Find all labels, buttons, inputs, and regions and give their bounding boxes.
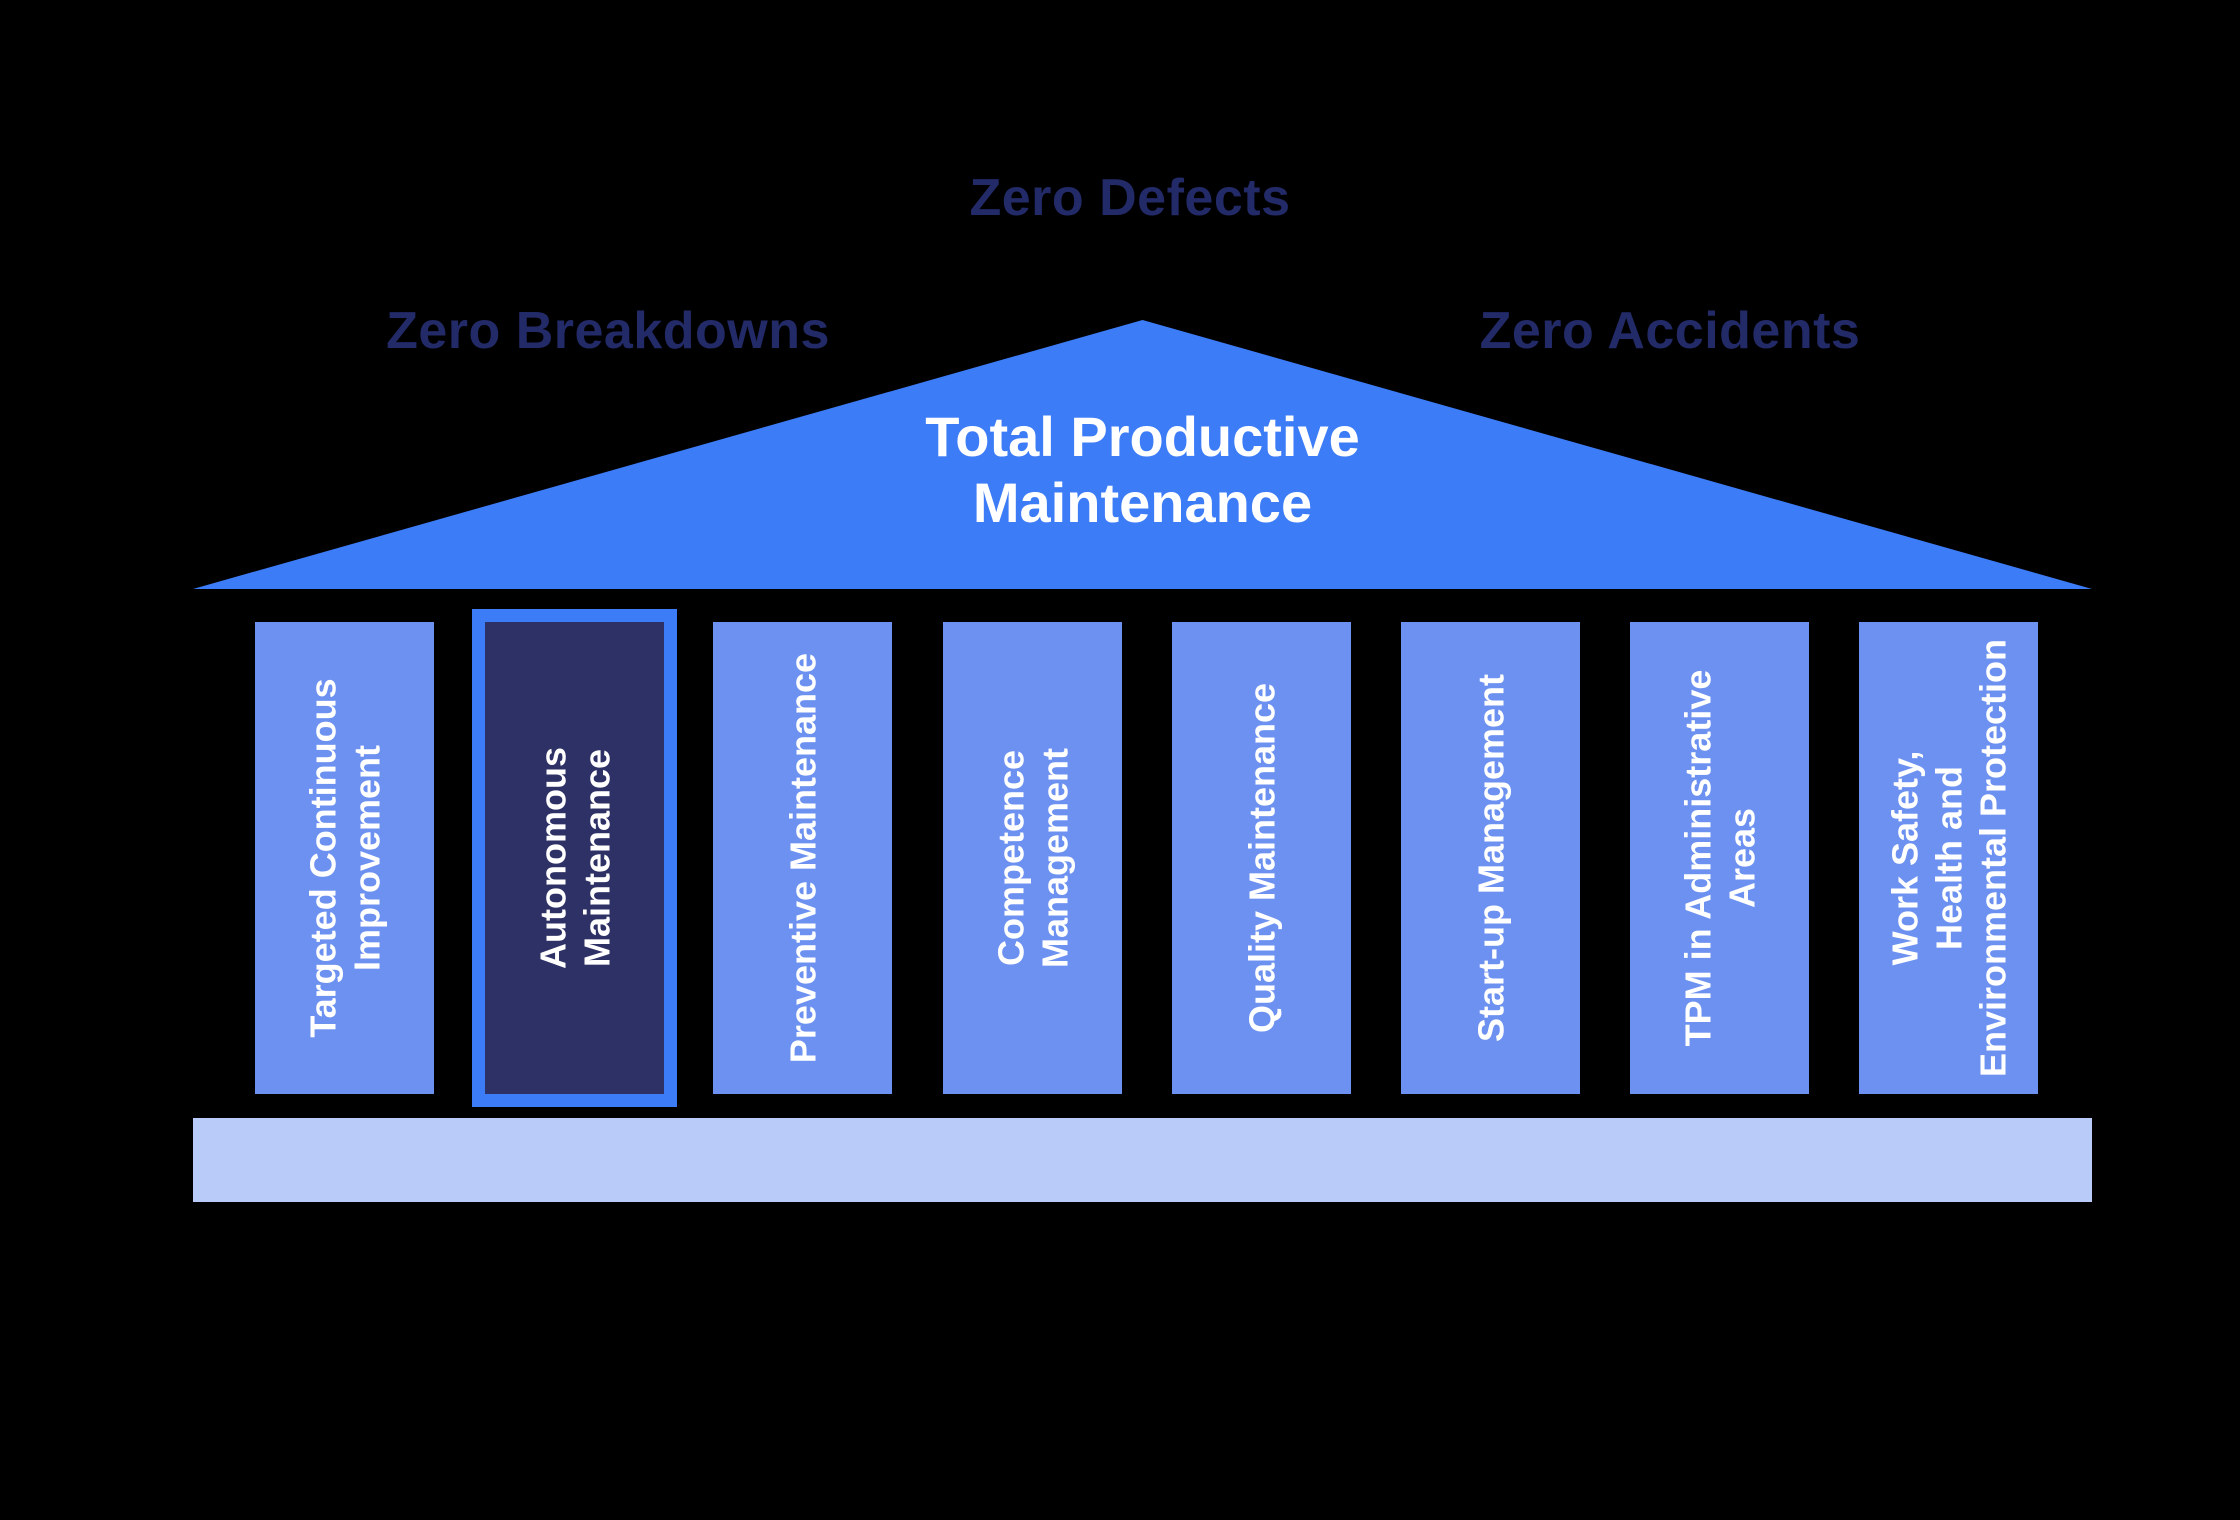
pillar-work-safety-health-environmental-protection: Work Safety, Health and Environmental Pr… xyxy=(1859,622,2038,1094)
pillar-label: TPM in Administrative Areas xyxy=(1676,669,1762,1047)
pillar-competence-management: Competence Management xyxy=(943,622,1122,1094)
pillar-tpm-in-administrative-areas: TPM in Administrative Areas xyxy=(1630,622,1809,1094)
foundation-base-bar xyxy=(193,1118,2092,1202)
pillar-quality-maintenance: Quality Maintenance xyxy=(1172,622,1351,1094)
pillar-label: Autonomous Maintenance xyxy=(531,747,617,969)
goal-zero-accidents: Zero Accidents xyxy=(1479,302,1861,360)
goal-zero-defects: Zero Defects xyxy=(969,169,1291,227)
roof-title: Total Productive Maintenance xyxy=(925,405,1360,534)
pillar-label: Quality Maintenance xyxy=(1240,682,1282,1034)
pillar-label: Preventive Maintenance xyxy=(781,652,823,1064)
pillar-autonomous-maintenance-highlighted: Autonomous Maintenance xyxy=(472,609,677,1107)
pillar-label: Work Safety, Health and Environmental Pr… xyxy=(1883,638,2013,1078)
pillar-label: Competence Management xyxy=(989,747,1075,969)
pillar-targeted-continuous-improvement: Targeted Continuous Improvement xyxy=(255,622,434,1094)
pillar-label: Targeted Continuous Improvement xyxy=(301,678,387,1038)
pillar-start-up-management: Start-up Management xyxy=(1401,622,1580,1094)
pillar-preventive-maintenance: Preventive Maintenance xyxy=(713,622,892,1094)
goal-zero-breakdowns: Zero Breakdowns xyxy=(386,302,830,360)
pillar-label: Start-up Management xyxy=(1469,673,1511,1043)
